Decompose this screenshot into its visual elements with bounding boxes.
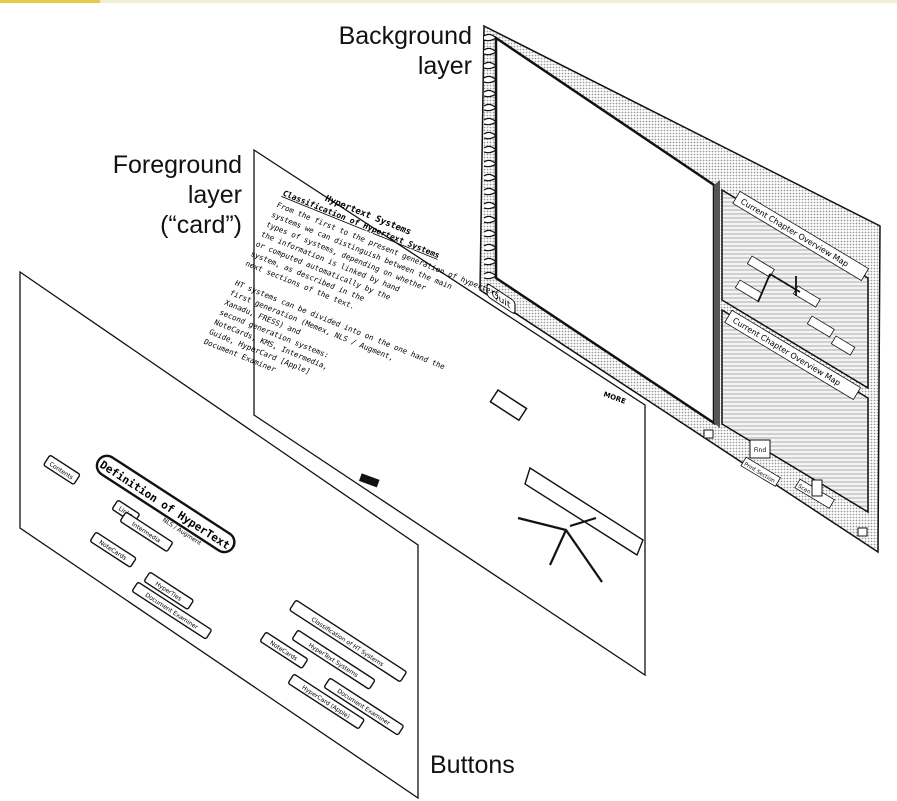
card-link-lines [517,516,603,583]
card-plane [253,148,646,677]
layer-button-frame [144,572,194,610]
layer-button-frame [292,630,376,690]
page-edge [714,180,720,428]
layer-button-frame [260,632,308,669]
layer-button-frame [324,678,404,736]
layer-button-frame [120,512,173,552]
corner-icon[interactable] [703,429,714,439]
layer-button-frame [288,674,365,729]
corner-icon-2[interactable] [857,527,868,537]
layer-button-frame [90,532,137,568]
foreground-card-layer: Hypertext Systems Classification of Hype… [202,148,646,677]
card-highlight-box [489,388,528,422]
layer-button-frame [43,455,81,485]
layer-button-frame [132,582,212,640]
top-strip [0,0,897,3]
top-strip-accent [0,0,100,3]
caption-foreground-layer: Foreground layer (“card”) [112,151,242,239]
layer-button-frame [289,600,407,682]
svg-text:Find: Find [754,447,766,454]
layer-button-frame [95,454,236,554]
caption-buttons: Buttons [430,751,515,779]
background-layer: Quit Current Chapter Overview Map Curren… [479,24,881,554]
caption-background-layer: Background layer [338,22,472,80]
card-long-bar [524,466,644,557]
nav-icon[interactable] [811,479,823,497]
map-nodes [734,255,856,356]
spiral-binding [483,33,497,280]
nav-button-find[interactable]: Find [749,439,771,459]
card-small-bar [358,473,380,488]
